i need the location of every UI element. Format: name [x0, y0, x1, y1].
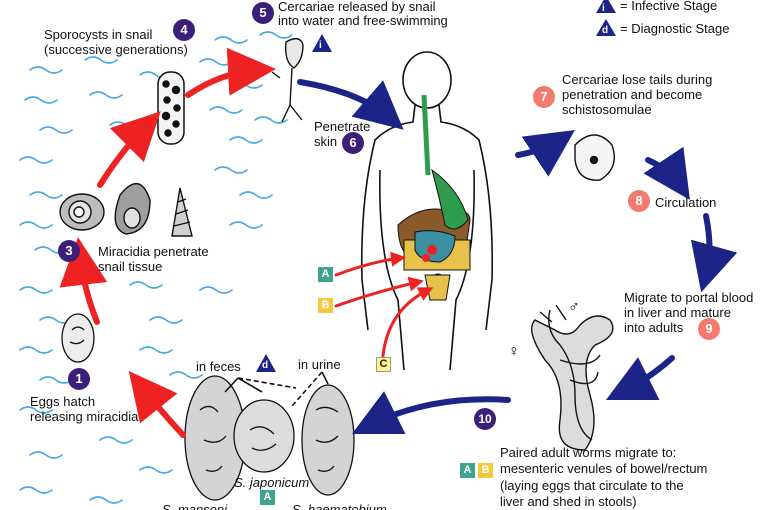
step-7-line1: Cercariae lose tails during	[562, 72, 713, 87]
step-badge-5: 5	[252, 2, 274, 24]
step-10-marker-b: B	[478, 463, 493, 478]
infective-stage-label: = Infective Stage	[620, 0, 718, 13]
step-badge-1: 1	[68, 368, 90, 390]
snail-illustrations	[59, 183, 193, 237]
infective-stage-letter: i	[602, 3, 605, 14]
step-3-line2: snail tissue	[98, 259, 163, 274]
step-badge-10: 10	[474, 408, 496, 430]
step-1-line2: releasing miracidia	[30, 409, 139, 424]
step-10-line4: liver and shed in stools)	[500, 494, 637, 509]
human-body-illustration	[360, 51, 494, 371]
site-marker-c: C	[376, 357, 391, 372]
site-marker-b: B	[318, 298, 333, 313]
step-10-line2: mesenteric venules of bowel/rectum	[500, 461, 708, 476]
diagnostic-stage-letter: d	[602, 25, 609, 36]
digestive-tract	[397, 94, 471, 301]
step-badge-7: 7	[533, 86, 555, 108]
egg-connector-lines	[224, 371, 329, 407]
s-mansoni-label: S. mansoni	[162, 502, 228, 510]
schistosomulum-illustration	[574, 134, 615, 181]
water-waves	[19, 31, 293, 504]
blue-arrows	[297, 79, 738, 435]
in-urine-label: in urine	[298, 357, 341, 372]
cercaria-illustration	[271, 37, 304, 123]
infective-stage-marker: i	[319, 40, 322, 51]
site-marker-a: A	[318, 267, 333, 282]
s-haematobium-label: S. haematobium	[292, 502, 387, 510]
step-1-line1: Eggs hatch	[30, 394, 96, 409]
in-feces-label: in feces	[196, 359, 241, 374]
stage-triangles	[256, 0, 616, 372]
step-6-line2: skin	[314, 134, 338, 149]
red-arrows	[59, 47, 276, 438]
step-4-line1: Sporocysts in snail	[44, 27, 153, 42]
diagnostic-stage-marker: d	[262, 360, 269, 371]
step-10-line1: Paired adult worms migrate to:	[500, 445, 677, 460]
step-badge-2: 3	[58, 240, 80, 262]
step-badge-8: 8	[628, 190, 650, 212]
site-arrows	[334, 251, 434, 358]
s-japonicum-label: S. japonicum	[234, 475, 310, 490]
step-6-line1: Penetrate	[314, 119, 371, 134]
step-5-line2: into water and free-swimming	[278, 13, 448, 28]
male-symbol: ♂	[568, 299, 580, 316]
step-5-line1: Cercariae released by snail	[278, 0, 436, 14]
japonicum-marker-a: A	[260, 490, 275, 505]
step-7-line3: schistosomulae	[562, 102, 652, 117]
step-badge-4: 4	[173, 19, 195, 41]
adult-worm-pair-illustration	[531, 304, 614, 451]
step-3-line1: Miracidia penetrate	[98, 244, 209, 259]
step-7-line2: penetration and become	[562, 87, 703, 102]
female-symbol: ♀	[508, 343, 520, 360]
step-9-line1: Migrate to portal blood	[624, 290, 754, 305]
step-badge-9: 9	[698, 318, 720, 340]
step-badge-6: 6	[342, 132, 364, 154]
step-8-label: Circulation	[655, 195, 717, 210]
step-4-line2: (successive generations)	[44, 42, 188, 57]
sporocyst-illustration	[157, 71, 185, 145]
step-10-marker-a: A	[460, 463, 475, 478]
diagnostic-stage-label: = Diagnostic Stage	[620, 21, 730, 36]
step-10-line3: (laying eggs that circulate to the	[500, 478, 684, 493]
step-9-line2: in liver and mature	[624, 305, 731, 320]
step-9-line3: into adults	[624, 320, 684, 335]
egg-illustrations	[61, 313, 355, 501]
